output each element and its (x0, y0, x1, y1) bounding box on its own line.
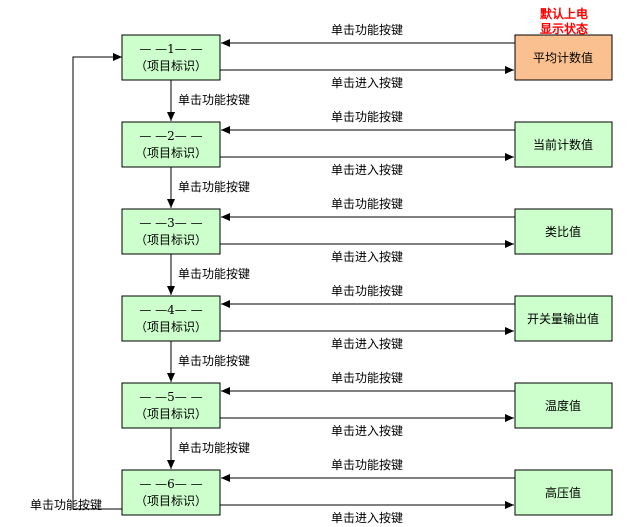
display-box-4 (514, 295, 613, 342)
menu-item-box-6 (121, 469, 221, 516)
menu-item-label-5: — —5— — (139, 390, 202, 404)
menu-item-box-1 (121, 34, 221, 81)
next-item-label-5: 单击功能按键 (178, 441, 250, 455)
display-label-3: 类比值 (545, 224, 581, 239)
menu-item-box-4 (121, 295, 221, 342)
menu-item-label-3: — —3— — (139, 216, 202, 230)
menu-item-label-4: — —4— — (139, 303, 202, 317)
display-label-5: 温度值 (545, 398, 581, 413)
menu-item-sublabel-5: （项目标识） (135, 407, 207, 421)
display-box-2 (514, 121, 613, 168)
menu-item-box-5 (121, 382, 221, 429)
function-arrow-label-6: 单击功能按键 (331, 458, 403, 472)
display-box-1 (514, 34, 613, 81)
display-box-6 (514, 469, 613, 516)
function-arrow-label-5: 单击功能按键 (331, 371, 403, 385)
default-state-note-line1: 默认上电 (540, 6, 588, 21)
loop-back-arrow (72, 53, 122, 510)
menu-item-label-1: — —1— — (139, 42, 202, 56)
enter-arrow-label-3: 单击进入按键 (331, 250, 403, 264)
display-box-3 (514, 208, 613, 255)
next-item-label-2: 单击功能按键 (178, 180, 250, 194)
enter-arrow-label-5: 单击进入按键 (331, 424, 403, 438)
display-label-6: 高压值 (545, 485, 581, 500)
next-item-label-1: 单击功能按键 (178, 93, 250, 107)
enter-arrow-label-2: 单击进入按键 (331, 163, 403, 177)
menu-item-sublabel-2: （项目标识） (135, 146, 207, 160)
menu-item-label-2: — —2— — (139, 129, 202, 143)
display-box-5 (514, 382, 613, 429)
menu-item-sublabel-4: （项目标识） (135, 320, 207, 334)
menu-item-box-3 (121, 208, 221, 255)
display-label-2: 当前计数值 (533, 137, 593, 152)
next-item-label-4: 单击功能按键 (178, 354, 250, 368)
display-label-1: 平均计数值 (533, 50, 593, 65)
function-arrow-label-2: 单击功能按键 (331, 110, 403, 124)
display-label-4: 开关量输出值 (527, 311, 599, 326)
function-arrow-label-1: 单击功能按键 (331, 23, 403, 37)
function-arrow-label-4: 单击功能按键 (331, 284, 403, 298)
menu-item-label-6: — —6— — (139, 477, 202, 491)
enter-arrow-label-4: 单击进入按键 (331, 337, 403, 351)
menu-item-sublabel-3: （项目标识） (135, 233, 207, 247)
menu-item-sublabel-1: （项目标识） (135, 59, 207, 73)
menu-item-box-2 (121, 121, 221, 168)
menu-item-sublabel-6: （项目标识） (135, 494, 207, 508)
default-state-note-line2: 显示状态 (540, 21, 588, 36)
next-item-label-3: 单击功能按键 (178, 267, 250, 281)
enter-arrow-label-6: 单击进入按键 (331, 511, 403, 525)
loop-back-label: 单击功能按键 (30, 498, 102, 512)
function-arrow-label-3: 单击功能按键 (331, 197, 403, 211)
enter-arrow-label-1: 单击进入按键 (331, 76, 403, 90)
